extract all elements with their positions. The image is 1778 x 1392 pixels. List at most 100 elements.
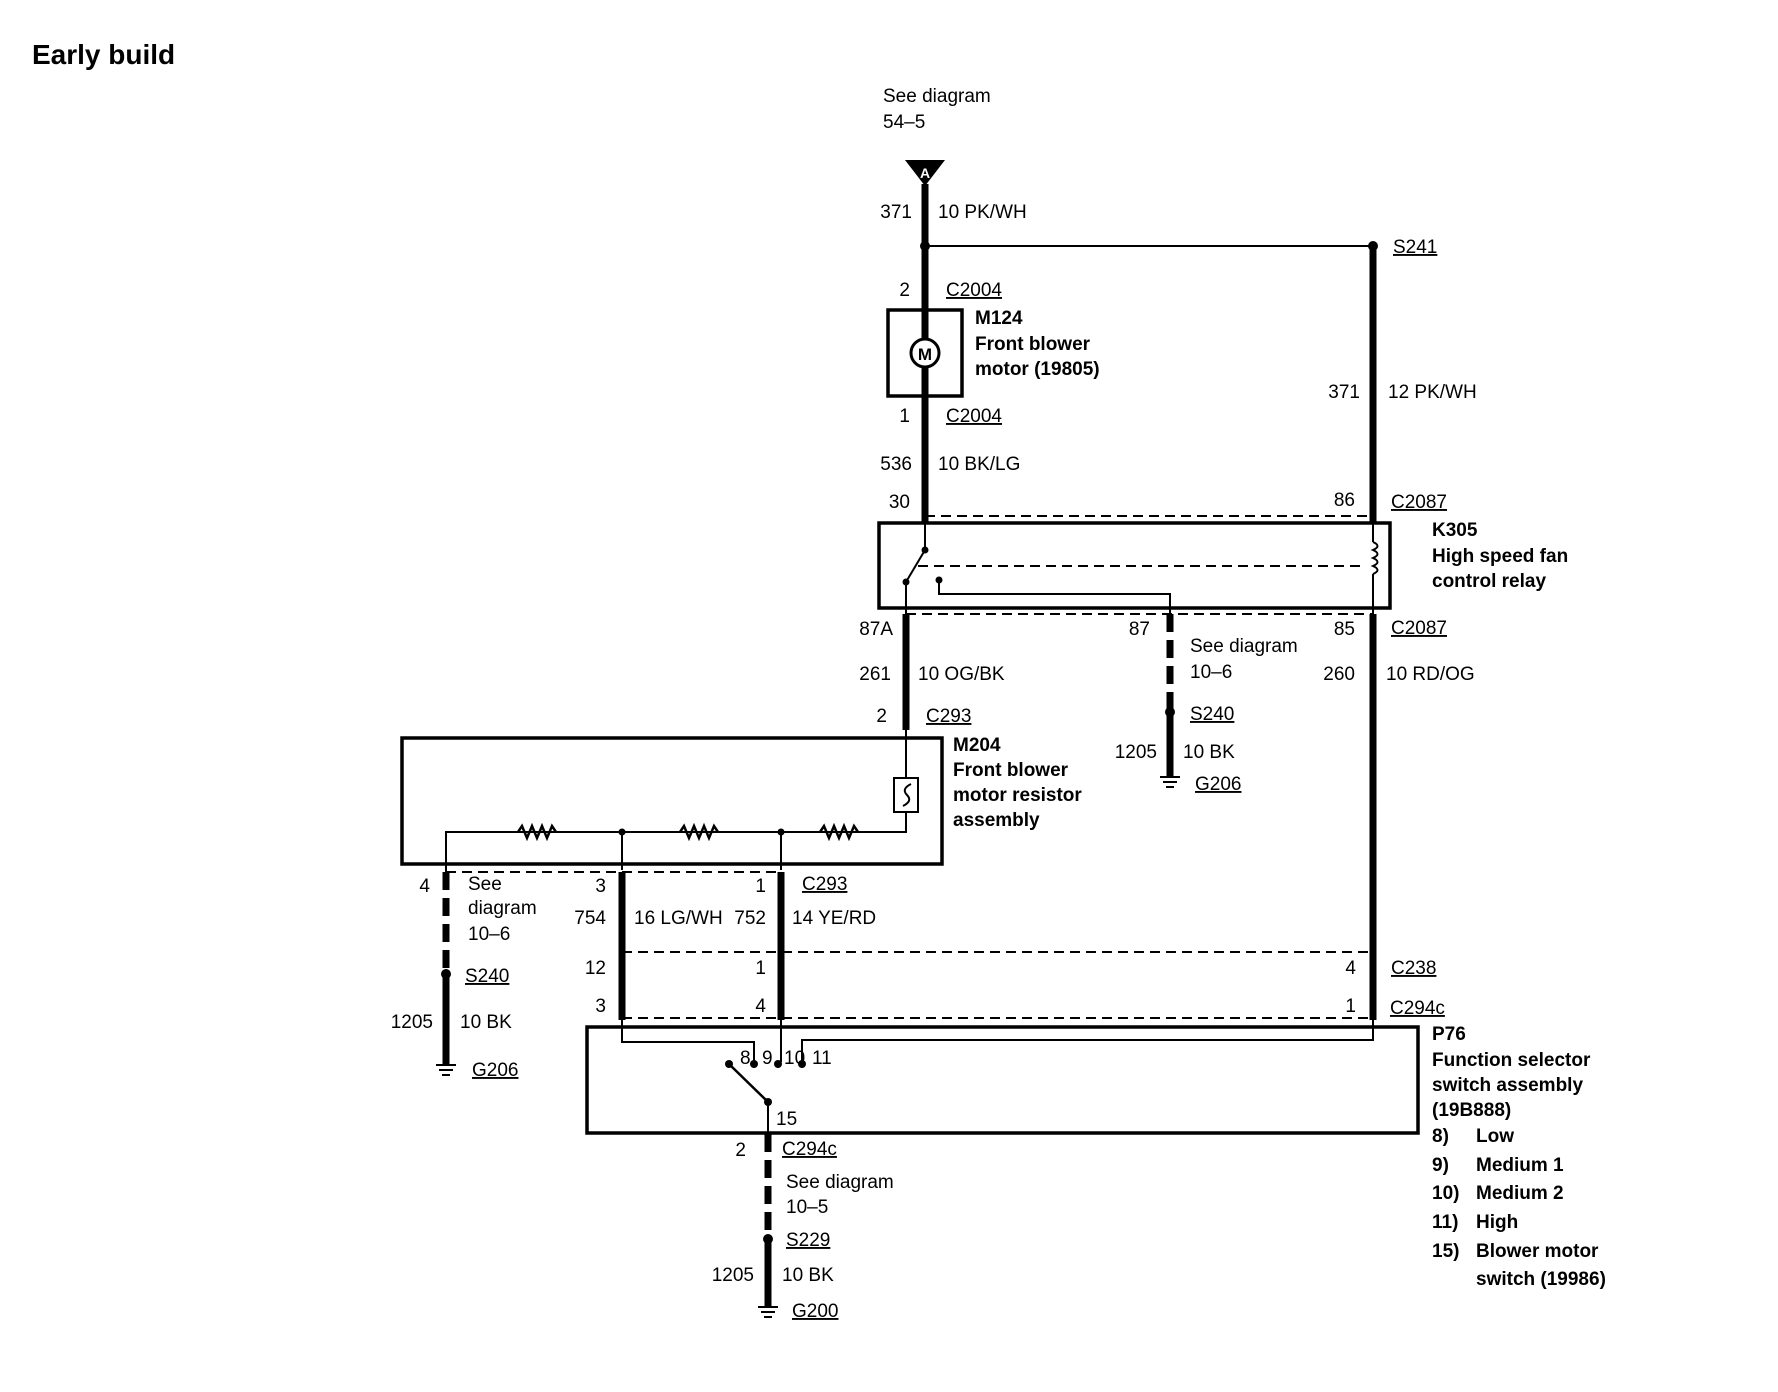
relay-87-ref-line1: See diagram: [1190, 636, 1298, 657]
ground-g206-relay-icon: [1160, 776, 1180, 788]
legend-text: High: [1476, 1212, 1518, 1233]
k305-switch-arm: [905, 549, 926, 583]
p76-line2: switch assembly: [1432, 1075, 1583, 1096]
p76-legend: 8) Low 9) Medium 1 10) Medium 2 11) High…: [1432, 1126, 1606, 1290]
connector-a-ref-line1: See diagram: [883, 86, 991, 107]
c293-bottom-pin-left: 4: [419, 876, 430, 897]
splice-s240-relay: S240: [1190, 704, 1234, 725]
legend-num: 9): [1432, 1155, 1449, 1176]
splice-s241: S241: [1393, 237, 1437, 258]
relay-87-ref-line2: 10–6: [1190, 662, 1232, 683]
wire-371-right-gauge: 12 PK/WH: [1388, 382, 1477, 403]
m204-line2: motor resistor: [953, 785, 1082, 806]
c294c-top-pin-left: 3: [595, 996, 606, 1017]
c293-bottom-name: C293: [802, 874, 847, 895]
p76-line1: Function selector: [1432, 1050, 1591, 1071]
connector-a-ref-line2: 54–5: [883, 112, 925, 133]
c2087-top-pin-right: 86: [1334, 490, 1355, 511]
m204-line1: Front blower: [953, 760, 1069, 781]
p76-pin-11: 11: [812, 1048, 832, 1069]
legend-num: 11): [1432, 1212, 1458, 1233]
c293-top-pin: 2: [876, 706, 887, 727]
p76-contact-8: [750, 1060, 758, 1068]
p76-box: [585, 1025, 1420, 1135]
p76-pin-10: 10: [784, 1048, 805, 1069]
motor-icon: [909, 337, 941, 369]
coil-icon: [1370, 541, 1379, 575]
legend-num: 15): [1432, 1241, 1459, 1262]
k305-pivot: [921, 546, 929, 554]
wire-260-gauge: 10 RD/OG: [1386, 664, 1475, 685]
legend-text: Medium 2: [1476, 1183, 1564, 1204]
wire-752-circuit: 752: [734, 908, 766, 929]
resistor-icon: [678, 822, 720, 842]
wire-1205-bottom-circuit: 1205: [712, 1265, 754, 1286]
c2087-bottom-name: C2087: [1391, 618, 1447, 639]
wire-261-circuit: 261: [859, 664, 891, 685]
bottom-2-ref-line1: See diagram: [786, 1172, 894, 1193]
wire-752-gauge: 14 YE/RD: [792, 908, 876, 929]
c293-bottom-pin-right: 1: [755, 876, 766, 897]
wire-754-gauge: 16 LG/WH: [634, 908, 723, 929]
c238-pin-left: 12: [585, 958, 606, 979]
m204-line3: assembly: [953, 810, 1040, 831]
ground-g206-left: G206: [472, 1060, 518, 1081]
p76-id: P76: [1432, 1024, 1466, 1045]
connector-a-letter: A: [920, 165, 930, 181]
m204-internal-bus: [445, 812, 907, 872]
c2004-bottom-pin: 1: [899, 406, 910, 427]
k305-line2: control relay: [1432, 571, 1546, 592]
c2087-top-name: C2087: [1391, 492, 1447, 513]
p76-pin-15: 15: [776, 1109, 797, 1130]
k305-line1: High speed fan: [1432, 546, 1568, 567]
m204-id: M204: [953, 735, 1001, 756]
c238-name: C238: [1391, 958, 1436, 979]
c2087-bottom-pin-mid: 87: [1129, 619, 1150, 640]
left-4-ref-line1: See: [468, 874, 502, 895]
legend-text: Medium 1: [1476, 1155, 1564, 1176]
p76-line3: (19B888): [1432, 1100, 1511, 1121]
c2087-bottom-pin-right: 85: [1334, 619, 1355, 640]
c2087-top-pin-left: 30: [889, 492, 910, 513]
m124-line2: motor (19805): [975, 359, 1100, 380]
page-title: Early build: [32, 39, 175, 70]
m124-symbol: M: [918, 345, 932, 364]
wire-261-gauge: 10 OG/BK: [918, 664, 1005, 685]
wire-536-circuit: 536: [880, 454, 912, 475]
p76-contact-11: [798, 1060, 806, 1068]
resistor-icon: [516, 822, 558, 842]
splice-s240-left: S240: [465, 966, 509, 987]
p76-contact-9: [774, 1060, 782, 1068]
legend-num: 8): [1432, 1126, 1449, 1147]
p76-pin-8: 8: [740, 1048, 751, 1069]
ground-g200: G200: [792, 1301, 838, 1322]
legend-text: Low: [1476, 1126, 1514, 1147]
legend-num: 10): [1432, 1183, 1459, 1204]
p76-trace-high: [801, 1020, 1374, 1062]
legend-text: Blower motor: [1476, 1241, 1599, 1262]
m124-id: M124: [975, 308, 1023, 329]
wire-371-top-gauge: 10 PK/WH: [938, 202, 1027, 223]
ground-g206-relay: G206: [1195, 774, 1241, 795]
bottom-2-ref-line2: 10–5: [786, 1197, 828, 1218]
wire-1205-relay-circuit: 1205: [1115, 742, 1157, 763]
connector-a-icon: [905, 160, 945, 186]
left-4-ref-line3: 10–6: [468, 924, 510, 945]
m204-box: [400, 736, 944, 866]
c2087-bottom-pin-left: 87A: [859, 619, 893, 640]
c2004-bottom-name: C2004: [946, 406, 1002, 427]
c2004-top-pin: 2: [899, 280, 910, 301]
c238-pin-right: 4: [1345, 958, 1356, 979]
splice-s229: S229: [786, 1230, 830, 1251]
c294c-top-pin-mid: 4: [755, 996, 766, 1017]
c294c-top-name: C294c: [1390, 998, 1445, 1019]
wire-371-top-circuit: 371: [880, 202, 912, 223]
wire-1205-left-gauge: 10 BK: [460, 1012, 512, 1033]
p76-switch-arm: [728, 1063, 769, 1103]
p76-trace-low: [621, 1020, 755, 1062]
c294c-bottom-pin: 2: [735, 1140, 746, 1161]
resistor-icon: [818, 822, 860, 842]
c238-pin-mid: 1: [755, 958, 766, 979]
c2004-top-name: C2004: [946, 280, 1002, 301]
